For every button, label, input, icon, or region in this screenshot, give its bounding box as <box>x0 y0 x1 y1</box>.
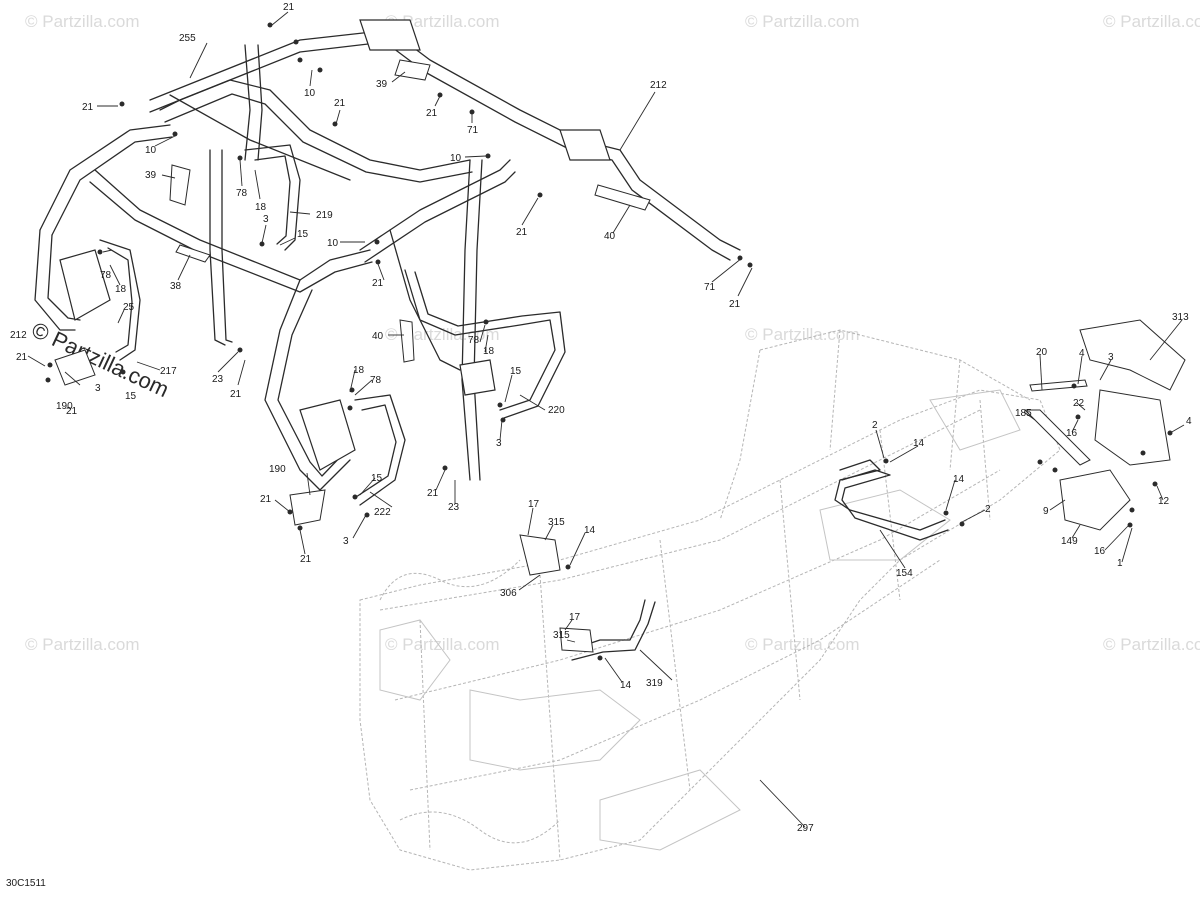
diagram-code: 30C1511 <box>6 878 46 889</box>
callout-label: 40 <box>604 231 616 242</box>
callout-label: 14 <box>584 525 596 536</box>
callout-label: 17 <box>528 499 540 510</box>
watermark: © Partzilla.com <box>25 635 140 654</box>
lower-frame-ghost <box>359 329 1061 871</box>
callout-label: 190 <box>56 401 73 412</box>
callout-label: 15 <box>297 229 309 240</box>
watermark: © Partzilla.com <box>745 12 860 31</box>
callout-label: 78 <box>236 188 248 199</box>
watermark: © Partzilla.com <box>745 635 860 654</box>
callout-label: 21 <box>729 299 741 310</box>
callout-label: 20 <box>1036 347 1048 358</box>
watermark: © Partzilla.com <box>385 635 500 654</box>
callout-label: 14 <box>953 474 965 485</box>
callout-label: 315 <box>548 517 565 528</box>
watermark: © Partzilla.com <box>385 325 500 344</box>
watermark: © Partzilla.com <box>385 12 500 31</box>
callout-label: 3 <box>496 438 502 449</box>
callout-label: 10 <box>327 238 339 249</box>
callout-label: 15 <box>510 366 522 377</box>
watermark: © Partzilla.com <box>1103 635 1200 654</box>
callout-label: 217 <box>160 366 177 377</box>
callout-label: 219 <box>316 210 333 221</box>
callout-label: 222 <box>374 507 391 518</box>
callout-label: 38 <box>170 281 182 292</box>
callout-label: 21 <box>372 278 384 289</box>
callout-label: 185 <box>1015 408 1032 419</box>
callout-label: 23 <box>212 374 224 385</box>
callout-label: 255 <box>179 33 196 44</box>
callout-label: 21 <box>334 98 346 109</box>
callout-label: 78 <box>468 335 480 346</box>
callout-label: 9 <box>1043 506 1049 517</box>
watermark-layer: © Partzilla.com © Partzilla.com © Partzi… <box>25 12 1200 654</box>
callout-label: 2 <box>872 420 878 431</box>
callout-labels: 21 255 21 10 39 21 21 71 212 10 10 39 78… <box>10 2 1192 834</box>
callout-label: 14 <box>620 680 632 691</box>
callout-label: 15 <box>371 473 383 484</box>
callout-label: 16 <box>1094 546 1106 557</box>
callout-label: 297 <box>797 823 814 834</box>
callout-label: 15 <box>125 391 137 402</box>
callout-label: 212 <box>10 330 27 341</box>
callout-label: 78 <box>100 270 112 281</box>
callout-label: 3 <box>343 536 349 547</box>
callout-label: 10 <box>450 153 462 164</box>
callout-label: 154 <box>896 568 913 579</box>
callout-label: 10 <box>145 145 157 156</box>
callout-label: 16 <box>1066 428 1078 439</box>
callout-label: 25 <box>123 302 135 313</box>
leader-lines <box>27 11 1185 828</box>
callout-label: 14 <box>913 438 925 449</box>
callout-label: 3 <box>1108 352 1114 363</box>
callout-label: 21 <box>230 389 242 400</box>
callout-label: 4 <box>1079 348 1085 359</box>
callout-label: 21 <box>16 352 28 363</box>
callout-label: 71 <box>467 125 479 136</box>
callout-label: 18 <box>115 284 127 295</box>
callout-label: 3 <box>95 383 101 394</box>
callout-label: 315 <box>553 630 570 641</box>
callout-label: 22 <box>1073 398 1085 409</box>
callout-label: 2 <box>985 504 991 515</box>
callout-label: 21 <box>66 406 78 417</box>
callout-label: 71 <box>704 282 716 293</box>
callout-label: 220 <box>548 405 565 416</box>
roll-cage <box>34 19 741 491</box>
callout-label: 21 <box>426 108 438 119</box>
callout-label: 10 <box>304 88 316 99</box>
callout-label: 21 <box>260 494 272 505</box>
callout-label: 18 <box>483 346 495 357</box>
callout-label: 319 <box>646 678 663 689</box>
callout-label: 78 <box>370 375 382 386</box>
callout-label: 21 <box>283 2 295 13</box>
callout-label: 149 <box>1061 536 1078 547</box>
loose-parts <box>54 59 1186 661</box>
callout-label: 18 <box>255 202 267 213</box>
callout-label: 21 <box>82 102 94 113</box>
callout-label: 12 <box>1158 496 1170 507</box>
callout-label: 21 <box>300 554 312 565</box>
callout-label: 18 <box>353 365 365 376</box>
callout-label: 39 <box>376 79 388 90</box>
watermark: © Partzilla.com <box>1103 12 1200 31</box>
callout-label: 190 <box>269 464 286 475</box>
callout-label: 1 <box>1117 558 1123 569</box>
callout-label: 212 <box>650 80 667 91</box>
callout-label: 4 <box>1186 416 1192 427</box>
callout-label: 23 <box>448 502 460 513</box>
watermark: © Partzilla.com <box>745 325 860 344</box>
callout-label: 306 <box>500 588 517 599</box>
fasteners <box>45 22 1173 661</box>
callout-label: 313 <box>1172 312 1189 323</box>
callout-label: 39 <box>145 170 157 181</box>
callout-label: 21 <box>516 227 528 238</box>
watermark: © Partzilla.com <box>25 12 140 31</box>
callout-label: 3 <box>263 214 269 225</box>
callout-label: 40 <box>372 331 384 342</box>
callout-label: 21 <box>427 488 439 499</box>
callout-label: 17 <box>569 612 581 623</box>
